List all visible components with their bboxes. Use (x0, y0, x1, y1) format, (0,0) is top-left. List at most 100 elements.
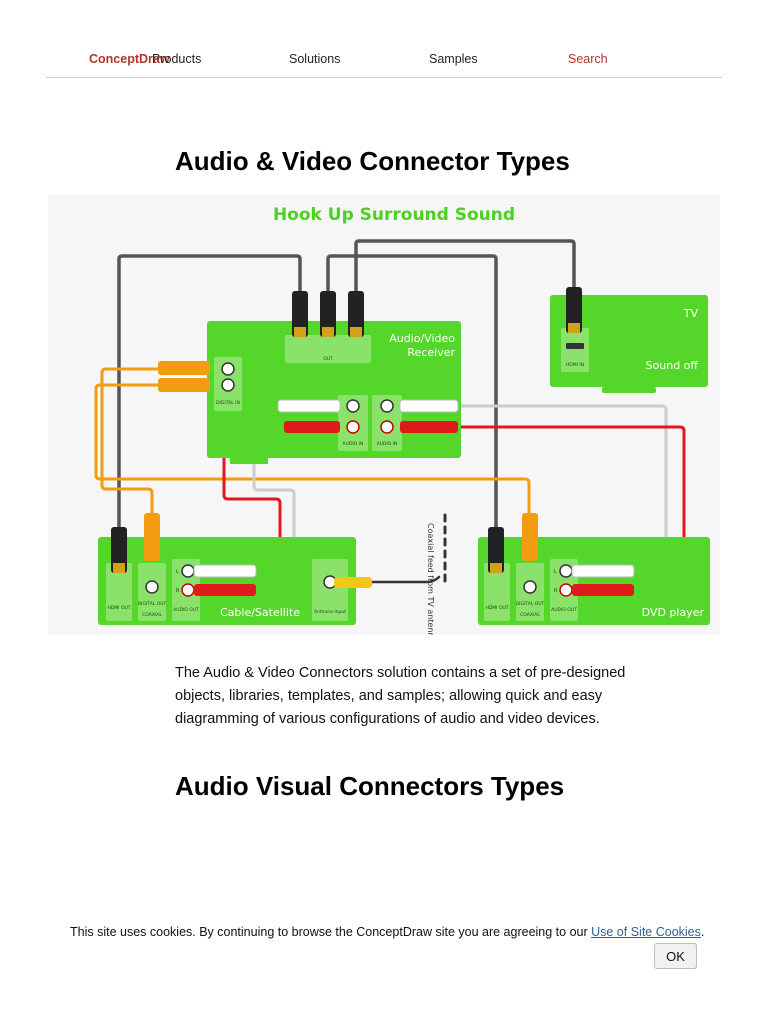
rca-jack (380, 420, 394, 434)
dvd-digital-label: DIGITAL OUT (516, 601, 545, 607)
tv-status: Sound off (646, 359, 699, 372)
rca-jack (181, 583, 195, 597)
hdmi-cable-cable-receiver (117, 254, 302, 537)
diagram-title: Hook Up Surround Sound (273, 205, 515, 225)
rca-plug-red (572, 584, 634, 596)
tv-screen (550, 295, 708, 387)
hdmi-cable-dvd-receiver (326, 254, 498, 537)
rca-plug-red (284, 421, 340, 433)
cable-hdmi-panel (106, 563, 132, 621)
rca-plug-red (400, 421, 458, 433)
hdmi-plug (111, 527, 127, 573)
cookie-ok-button[interactable]: OK (654, 943, 697, 969)
hdmi-plug (320, 291, 336, 337)
page-title: Audio & Video Connector Types (175, 146, 570, 176)
receiver-label-2: Receiver (407, 346, 455, 359)
dvd-player-device: DVD player HDMI OUT DIGITAL OUT COAXIAL … (478, 537, 710, 625)
rca-jack (221, 362, 235, 376)
dvd-right-label: R (554, 588, 558, 594)
cookie-end: . (700, 925, 705, 939)
antenna-plug (334, 577, 372, 588)
antenna-input-label: Antenna Input (314, 609, 346, 615)
diagram-svg: Hook Up Surround Sound TV Sound off HDMI… (48, 195, 720, 635)
section-title: Audio Visual Connectors Types (175, 771, 565, 801)
dvd-audio-label: AUDIO OUT (551, 607, 577, 613)
top-navigation: ConceptDraw Products Solutions Samples S… (46, 40, 722, 78)
receiver-hdmi-out-panel (285, 335, 371, 363)
receiver-digital-label: DIGITAL IN (216, 400, 240, 406)
hdmi-port-icon (566, 343, 584, 349)
rca-jack (559, 564, 573, 578)
hdmi-plug (348, 291, 364, 337)
cookie-notice: This site uses cookies. By continuing to… (70, 925, 704, 939)
rca-jack (181, 564, 195, 578)
rca-jack (523, 580, 537, 594)
rca-jack (346, 420, 360, 434)
cable-audio-label: AUDIO OUT (173, 607, 199, 613)
antenna-cable (348, 575, 441, 584)
tv-port-label: HDMI IN (566, 362, 584, 368)
tv-device: TV Sound off HDMI IN (550, 295, 708, 393)
coax-digital-cable-1 (100, 367, 160, 522)
cable-left-label: L (176, 569, 179, 575)
hdmi-plug-tip (350, 327, 362, 337)
rca-jack (346, 399, 360, 413)
nav-products[interactable]: Products (152, 52, 202, 66)
connector-diagram: Hook Up Surround Sound TV Sound off HDMI… (48, 195, 720, 635)
cookie-policy-link[interactable]: Use of Site Cookies (591, 925, 701, 939)
hdmi-plug-tip (113, 563, 125, 573)
hdmi-plugs (111, 287, 582, 573)
brand-logo-link[interactable]: ConceptDraw (89, 52, 170, 66)
dvd-left-label: L (554, 569, 557, 575)
rca-plug-white (399, 399, 459, 413)
rca-plug-orange (144, 513, 160, 561)
receiver-foot (230, 458, 268, 464)
rca-jack (559, 583, 573, 597)
rca-jack (380, 399, 394, 413)
nav-samples[interactable]: Samples (429, 52, 478, 66)
cable-satellite-device: Cable/Satellite HDMI OUT DIGITAL OUT COA… (98, 537, 356, 625)
cable-label: Cable/Satellite (220, 606, 300, 619)
coax-digital-cable-2 (94, 383, 531, 522)
dvd-label: DVD player (642, 606, 705, 619)
cable-digital-label: DIGITAL OUT (138, 601, 167, 607)
hdmi-plug-tip (294, 327, 306, 337)
cable-coaxial-label: COAXIAL (142, 612, 162, 618)
dvd-hdmi-panel (484, 563, 510, 621)
receiver-label-1: Audio/Video (389, 332, 455, 345)
rca-plug-orange (522, 513, 538, 561)
rca-plug-orange (158, 361, 210, 375)
dvd-hdmi-label: HDMI OUT (485, 605, 508, 611)
rca-plug-white (571, 564, 635, 578)
hdmi-plug-tip (568, 323, 580, 333)
receiver-audio-in-label-2: AUDIO IN (377, 441, 398, 447)
hdmi-plug-tip (490, 563, 502, 573)
cable-antenna-panel (312, 559, 348, 621)
hdmi-plug (566, 287, 582, 333)
rca-plug-orange (158, 378, 210, 392)
hdmi-cable-receiver-tv (354, 239, 576, 302)
dvd-coaxial-label: COAXIAL (520, 612, 540, 618)
coax-feed-note: Coaxial feed from TV antenna (426, 523, 435, 635)
description-paragraph: The Audio & Video Connectors solution co… (175, 665, 626, 727)
rca-plug-white (193, 564, 257, 578)
nav-search[interactable]: Search (568, 52, 608, 66)
hdmi-plug (488, 527, 504, 573)
hdmi-plug (292, 291, 308, 337)
rca-plug-red (194, 584, 256, 596)
nav-solutions[interactable]: Solutions (289, 52, 341, 66)
cookie-text: This site uses cookies. By continuing to… (70, 925, 592, 939)
receiver-device: Audio/Video Receiver OUT DIGITAL IN AUDI… (207, 321, 461, 464)
hdmi-plug-tip (322, 327, 334, 337)
rca-plugs (144, 361, 635, 596)
receiver-out-label: OUT (323, 356, 333, 362)
rca-jack (145, 580, 159, 594)
receiver-audio-in-label-1: AUDIO IN (343, 441, 364, 447)
cable-hdmi-label: HDMI OUT (107, 605, 130, 611)
tv-stand (602, 387, 656, 393)
tv-label: TV (683, 307, 699, 320)
cable-right-label: R (176, 588, 180, 594)
rca-jack (221, 378, 235, 392)
tv-hdmi-port (561, 328, 589, 372)
rca-plug-white (277, 399, 341, 413)
